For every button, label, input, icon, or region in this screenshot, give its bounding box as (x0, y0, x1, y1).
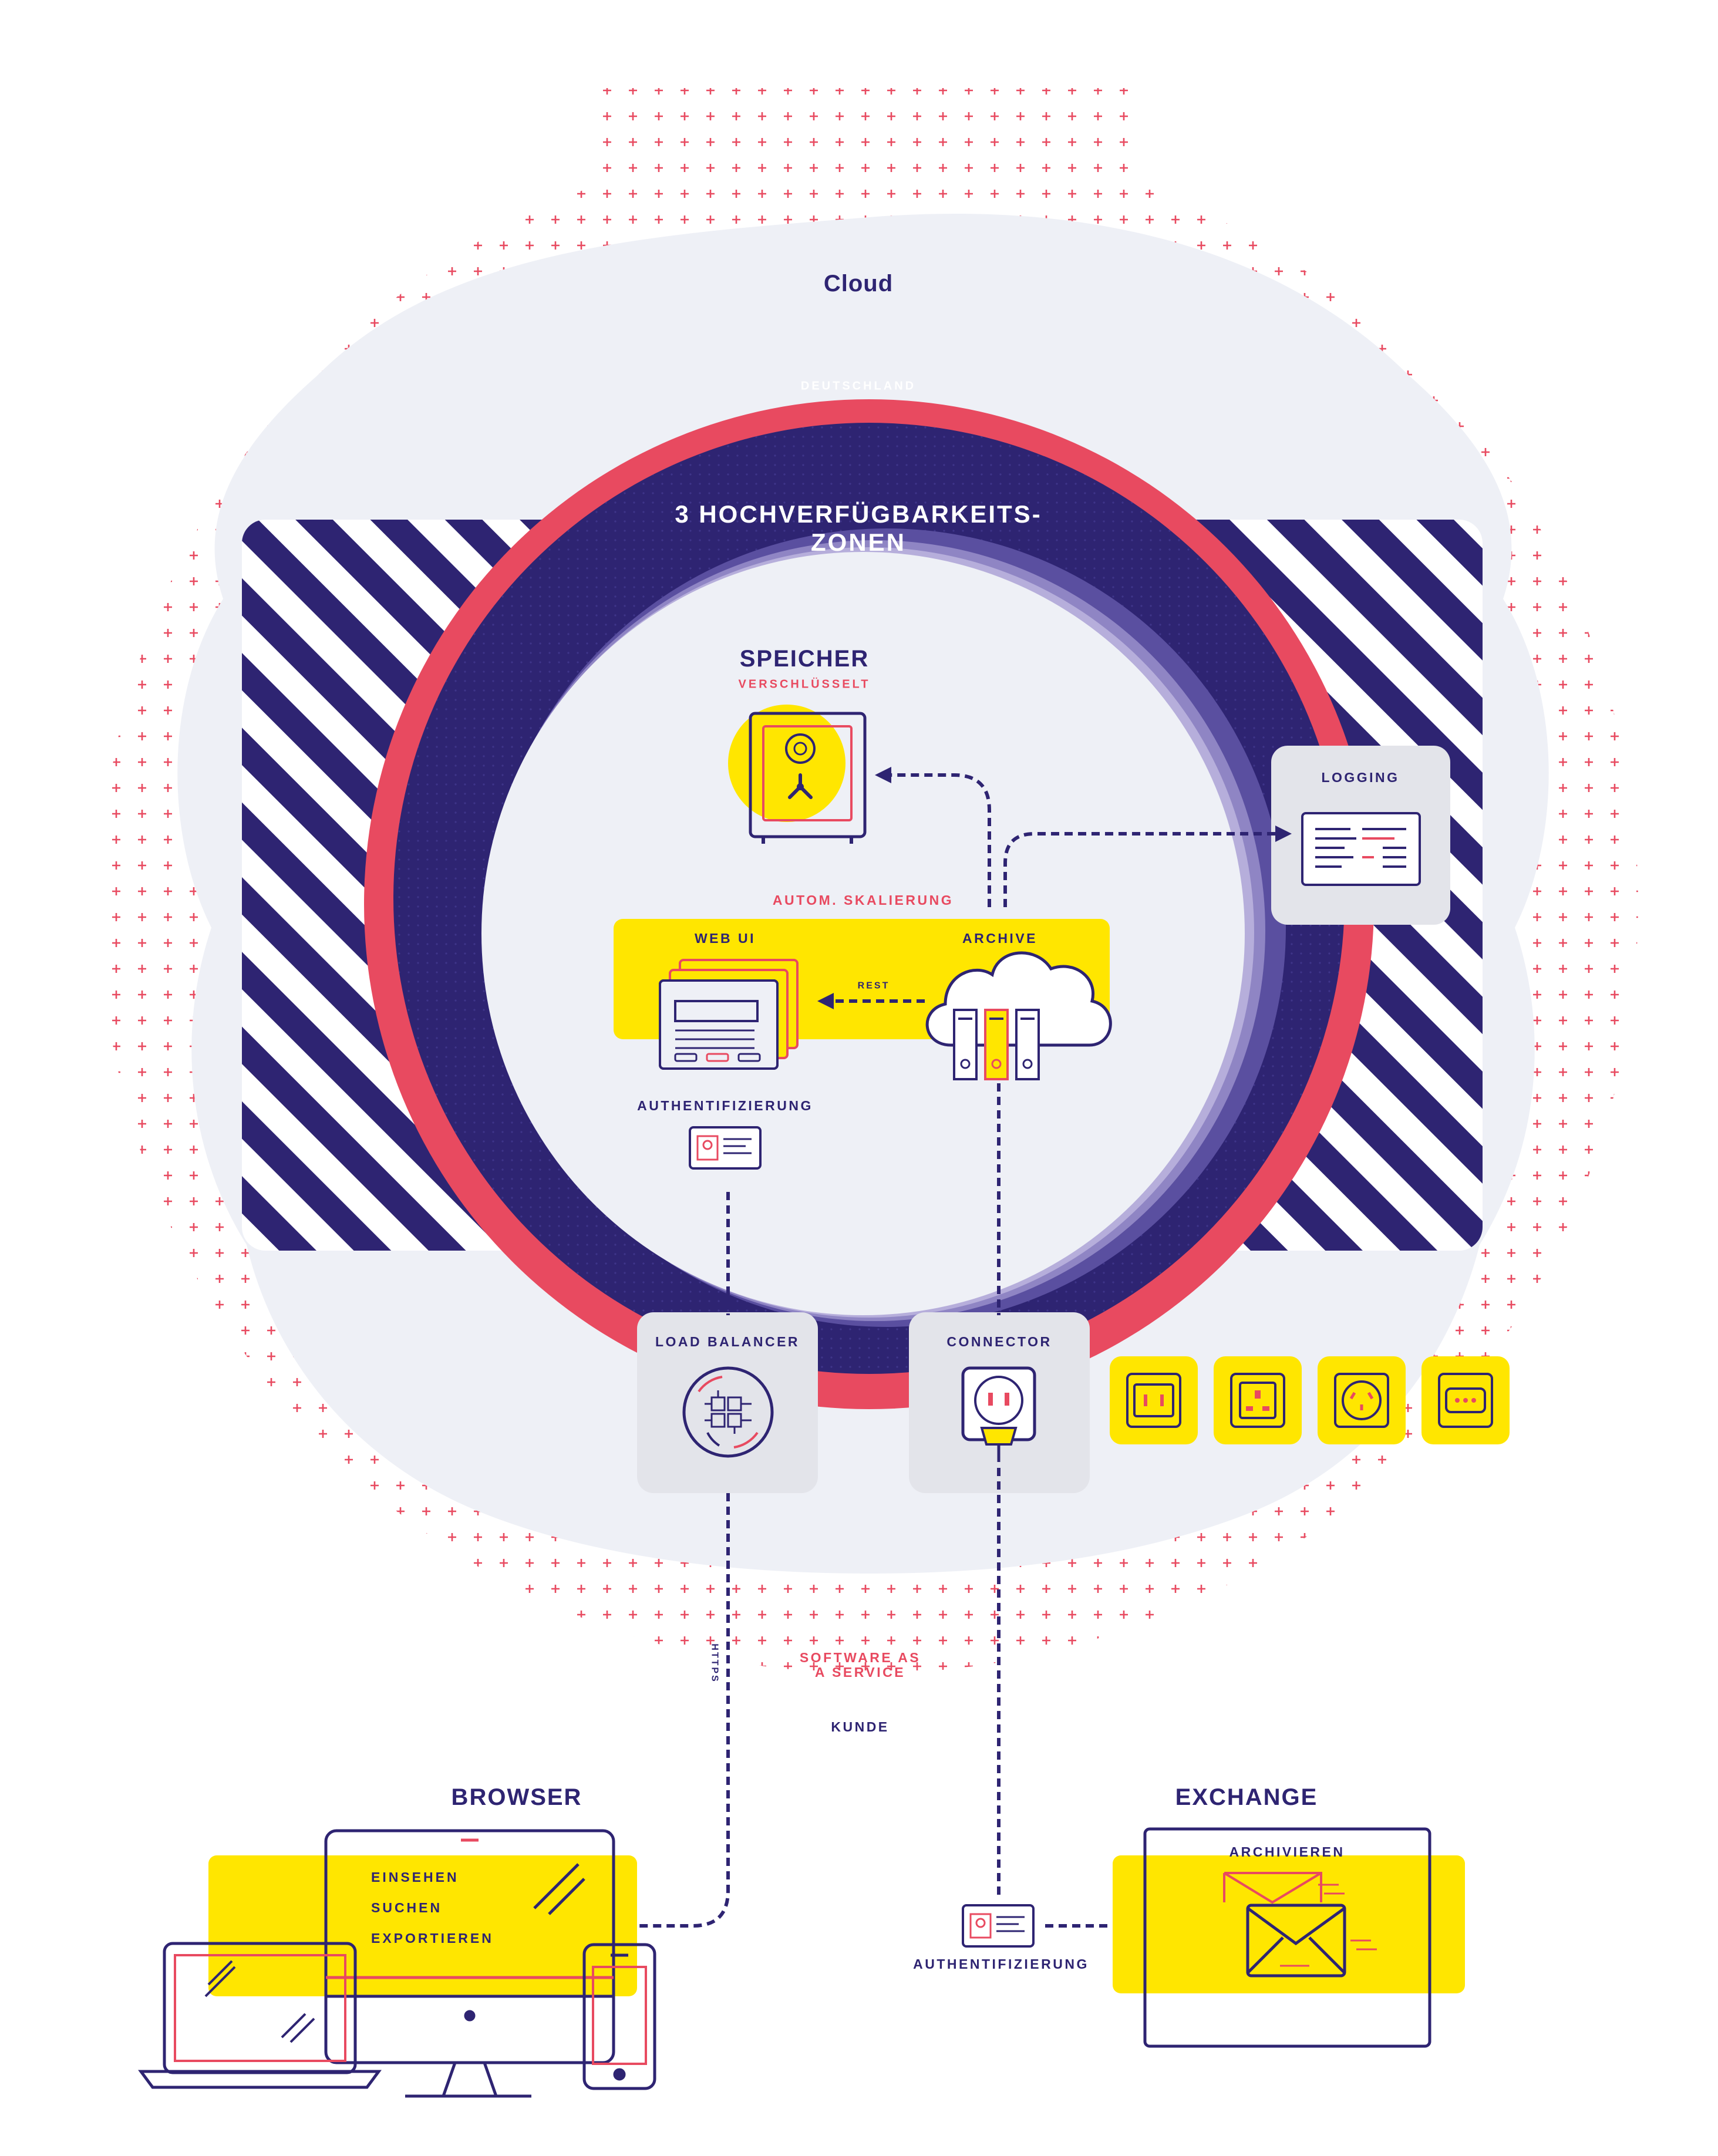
https-line (634, 1493, 730, 1928)
safe-icon (728, 705, 867, 844)
browser-action-export: EXPORTIEREN (371, 1931, 494, 1946)
smartphone-icon (582, 1943, 656, 2090)
socket-type-a-icon (1110, 1356, 1198, 1444)
archive-to-storage-line (890, 773, 991, 907)
laptop-icon (138, 1942, 382, 2089)
load-balancer-icon (682, 1366, 774, 1458)
exchange-action: ARCHIVIEREN (1229, 1844, 1345, 1859)
storage-title: SPEICHER (739, 646, 870, 672)
power-plug-icon (961, 1366, 1036, 1462)
web-ui-label: WEB UI (694, 930, 756, 946)
socket-type-i-icon (1318, 1356, 1406, 1444)
socket-type-c-icon (1421, 1356, 1510, 1444)
cloud-archive-icon (925, 951, 1112, 1080)
zones-label-line1: 3 HOCHVERFÜGBARKEITS- (675, 500, 1042, 528)
id-card-icon-customer (962, 1904, 1035, 1948)
browser-action-view: EINSEHEN (371, 1869, 459, 1885)
cloud-label: Cloud (823, 271, 894, 297)
saas-label-line1: SOFTWARE AS (799, 1649, 921, 1665)
https-label: HTTPS (709, 1643, 720, 1683)
browser-highlight (208, 1855, 637, 1996)
browser-title: BROWSER (451, 1784, 582, 1810)
saas-label-line2: A SERVICE (814, 1664, 906, 1680)
zones-label-line2: ZONEN (811, 528, 906, 556)
dashed-connectors (634, 773, 1277, 1928)
exchange-window (1143, 1827, 1431, 2048)
storage-subtitle: VERSCHLÜSSELT (738, 678, 871, 691)
autoscaling-label: AUTOM. SKALIERUNG (772, 892, 954, 908)
load-balancer-label: LOAD BALANCER (655, 1333, 800, 1349)
web-ui-windows-icon (659, 959, 799, 1070)
customer-label: KUNDE (831, 1719, 890, 1734)
auth-label-customer: AUTHENTIFIZIERUNG (913, 1956, 1089, 1972)
browser-action-search: SUCHEN (371, 1900, 443, 1915)
archive-label: ARCHIVE (962, 930, 1038, 946)
logging-label: LOGGING (1321, 769, 1400, 785)
id-card-icon (689, 1126, 762, 1170)
rest-label: REST (857, 981, 890, 991)
region-label: DEUTSCHLAND (800, 379, 917, 393)
auth-label-cloud: AUTHENTIFIZIERUNG (637, 1097, 813, 1113)
envelope-icon (1223, 1872, 1377, 1978)
desktop-monitor-icon (324, 1829, 615, 2098)
connector-label: CONNECTOR (946, 1333, 1052, 1349)
archive-to-logging-line (1003, 832, 1277, 907)
exchange-title: EXCHANGE (1175, 1784, 1318, 1810)
socket-type-g-icon (1214, 1356, 1302, 1444)
logging-screen-icon (1301, 812, 1421, 886)
exchange-highlight (1113, 1855, 1465, 1993)
